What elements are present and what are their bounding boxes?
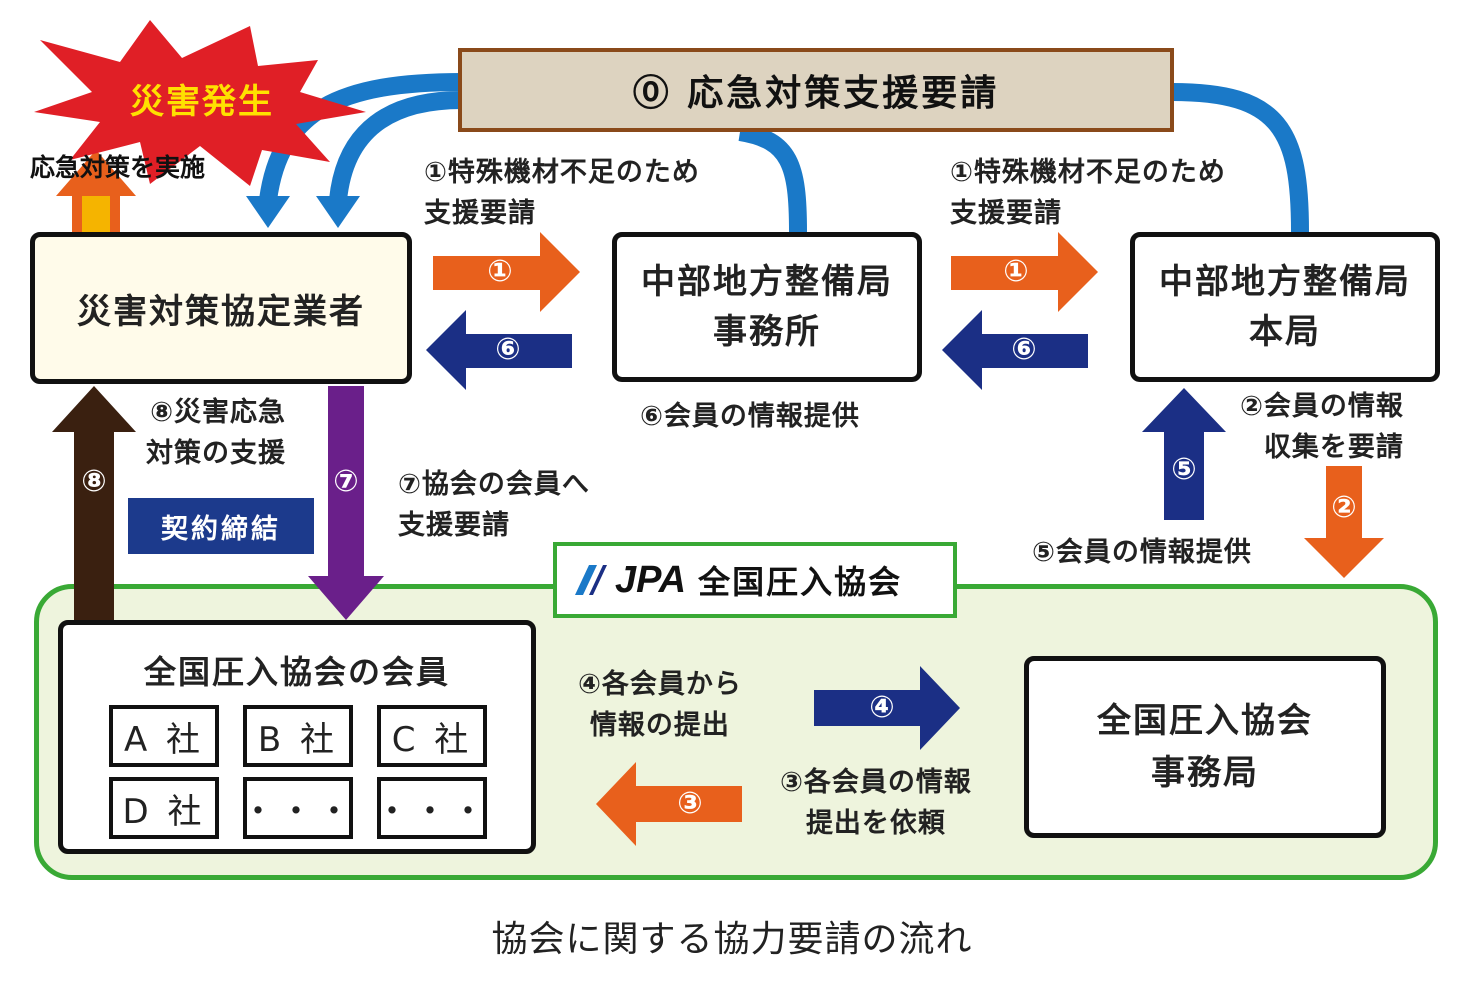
company-a: A 社: [109, 705, 219, 767]
secretariat-box: 全国圧入協会 事務局: [1024, 656, 1386, 838]
jpa-name: 全国圧入協会: [698, 563, 903, 601]
label-8: ⑧災害応急 対策の支援: [146, 392, 286, 474]
label-7-line1: ⑦協会の会員へ: [398, 469, 590, 500]
secretariat-line1: 全国圧入協会: [1097, 701, 1313, 741]
arrow-7-number: ⑦: [333, 464, 359, 499]
curve-arrowhead-left-outer: [246, 196, 290, 228]
arrow-3-number: ③: [677, 786, 703, 821]
members-title: 全国圧入協会の会員: [143, 653, 450, 691]
office-box: 中部地方整備局 事務所: [612, 232, 922, 382]
arrow-4: [814, 666, 960, 750]
label-1a-line1: ①特殊機材不足のため: [424, 157, 700, 188]
label-6: ⑥会員の情報提供: [640, 401, 860, 432]
curve-line-hq: [1171, 83, 1309, 233]
curve-arrowhead-left-inner: [316, 196, 360, 228]
jpa-logo-mark-icon: [573, 563, 613, 597]
top-request-label: ⓪ 応急対策支援要請: [632, 73, 1000, 114]
caption: 協会に関する協力要請の流れ: [491, 919, 973, 960]
label-1a-line2: 支援要請: [424, 198, 536, 229]
label-7: ⑦協会の会員へ 支援要請: [398, 464, 590, 546]
label-5: ⑤会員の情報提供: [1032, 537, 1252, 568]
label-4-line1: ④各会員から: [578, 669, 742, 700]
arrow-1b-number: ①: [1003, 254, 1029, 289]
curve-line-office: [738, 123, 807, 233]
label-1b: ①特殊機材不足のため 支援要請: [950, 152, 1226, 234]
arrow-7: [308, 386, 384, 620]
hq-box: 中部地方整備局 本局: [1130, 232, 1440, 382]
contractor-label: 災害対策協定業者: [77, 291, 365, 332]
label-3-line1: ③各会員の情報: [780, 767, 972, 798]
arrow-1a-number: ①: [487, 254, 513, 289]
label-3-line2: 提出を依頼: [805, 808, 946, 839]
arrow-2: [1304, 466, 1384, 578]
disaster-action-label: 応急対策を実施: [30, 153, 206, 182]
hq-line1: 中部地方整備局: [1159, 262, 1411, 302]
hq-line2: 本局: [1249, 312, 1321, 352]
company-b: B 社: [243, 705, 353, 767]
arrow-6a: [426, 310, 572, 390]
company-more-2: ・・・: [375, 777, 487, 839]
jpa-label: JPA 全国圧入協会: [553, 542, 957, 618]
label-2-line1: ②会員の情報: [1240, 391, 1404, 422]
label-1b-line2: 支援要請: [950, 198, 1062, 229]
contract-text: 契約締結: [161, 513, 281, 545]
company-more-1: ・・・: [241, 777, 353, 839]
label-2: ②会員の情報 収集を要請: [1240, 386, 1404, 468]
disaster-burst-icon: [34, 20, 366, 186]
arrow-4-number: ④: [869, 690, 895, 725]
label-4: ④各会員から 情報の提出: [578, 664, 742, 746]
label-7-line2: 支援要請: [398, 510, 510, 541]
office-line2: 事務所: [713, 312, 821, 352]
label-4-line2: 情報の提出: [589, 710, 730, 741]
jpa-logo: JPA: [615, 558, 687, 601]
arrow-1b: [951, 232, 1098, 312]
company-d: D 社: [109, 777, 219, 839]
label-3: ③各会員の情報 提出を依頼: [780, 762, 972, 844]
label-1b-line1: ①特殊機材不足のため: [950, 157, 1226, 188]
arrow-6a-number: ⑥: [495, 332, 521, 367]
members-box: 全国圧入協会の会員 A 社 B 社 C 社 D 社 ・・・ ・・・: [58, 620, 536, 854]
arrow-2-number: ②: [1331, 490, 1357, 525]
arrow-6b-number: ⑥: [1011, 332, 1037, 367]
arrow-5-number: ⑤: [1171, 452, 1197, 487]
arrow-8: [52, 386, 136, 620]
arrow-5: [1142, 388, 1226, 520]
company-c: C 社: [377, 705, 487, 767]
arrow-3: [596, 762, 742, 846]
arrow-1a: [433, 232, 580, 312]
top-request-box: ⓪ 応急対策支援要請: [458, 48, 1174, 132]
secretariat-line2: 事務局: [1151, 753, 1259, 793]
label-1a: ①特殊機材不足のため 支援要請: [424, 152, 700, 234]
label-8-line1: ⑧災害応急: [150, 397, 286, 428]
disaster-burst-label: 災害発生: [130, 82, 274, 122]
arrow-6b: [942, 310, 1088, 390]
contract-label: 契約締結: [126, 496, 316, 556]
arrow-8-number: ⑧: [81, 464, 107, 499]
contractor-box: 災害対策協定業者: [30, 232, 412, 384]
label-2-line2: 収集を要請: [1263, 432, 1404, 463]
label-8-line2: 対策の支援: [146, 438, 286, 469]
curve-arrow-left-inner: [329, 91, 463, 202]
office-line1: 中部地方整備局: [641, 262, 893, 302]
